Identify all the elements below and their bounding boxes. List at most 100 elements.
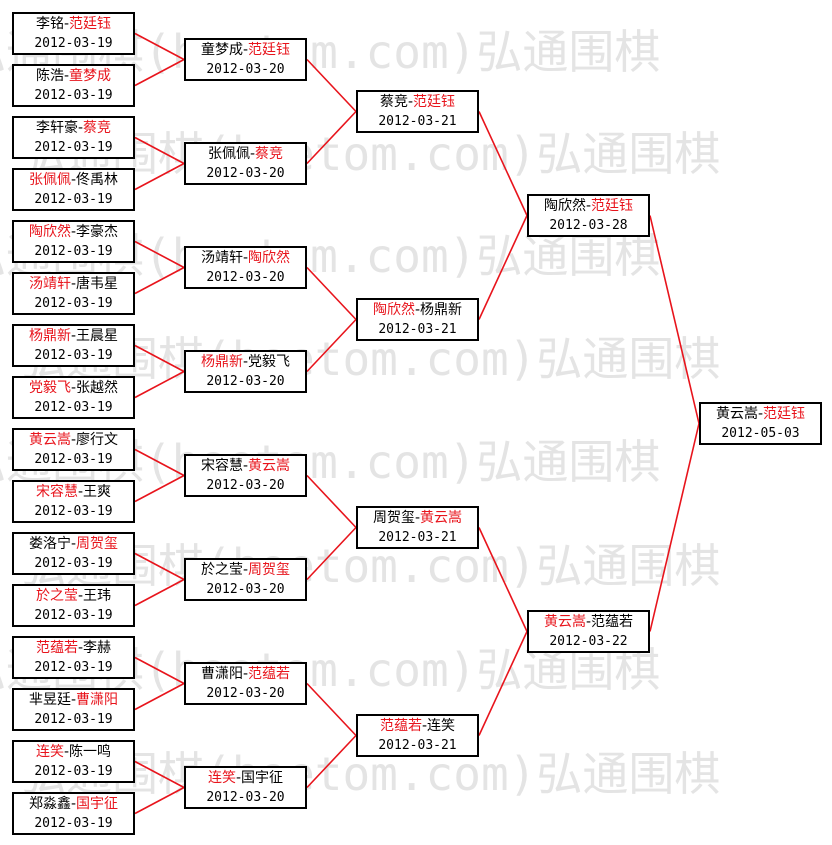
player-b: 范廷钰 xyxy=(248,42,291,58)
match-players: 范蕴若-连笑 xyxy=(358,717,477,736)
match-date: 2012-05-03 xyxy=(721,426,800,441)
match-date: 2012-03-19 xyxy=(34,192,113,207)
separator: - xyxy=(77,640,84,656)
match-date: 2012-03-21 xyxy=(378,114,457,129)
connector-line xyxy=(134,578,185,607)
match-date: 2012-03-19 xyxy=(34,608,113,623)
connector-line xyxy=(134,448,185,477)
match-players: 周贺玺-黄云嵩 xyxy=(358,509,477,528)
separator: - xyxy=(77,588,84,604)
match-players: 於之莹-王玮 xyxy=(14,587,133,606)
match-players: 陶欣然-杨鼎新 xyxy=(358,301,477,320)
player-b: 王爽 xyxy=(83,484,112,500)
match-date: 2012-03-19 xyxy=(34,660,113,675)
separator: - xyxy=(242,458,249,474)
player-b: 国宇征 xyxy=(76,796,119,812)
player-b: 范蕴若 xyxy=(248,666,291,682)
player-a: 汤靖轩 xyxy=(200,250,243,266)
match-players: 张佩佩-蔡竞 xyxy=(186,145,305,164)
match-date: 2012-03-21 xyxy=(378,530,457,545)
player-a: 陈浩 xyxy=(35,68,64,84)
player-b: 王晨星 xyxy=(76,328,119,344)
connector-line xyxy=(478,215,528,320)
separator: - xyxy=(70,172,77,188)
player-a: 於之莹 xyxy=(35,588,78,604)
player-b: 佟禹林 xyxy=(76,172,119,188)
player-a: 范蕴若 xyxy=(379,718,422,734)
match-date: 2012-03-19 xyxy=(34,452,113,467)
player-a: 李铭 xyxy=(35,16,64,32)
match-players: 李铭-范廷钰 xyxy=(14,15,133,34)
match-players: 杨鼎新-王晨星 xyxy=(14,327,133,346)
match-players: 宋容慧-黄云嵩 xyxy=(186,457,305,476)
match-players: 黄云嵩-廖行文 xyxy=(14,431,133,450)
player-a: 曹潇阳 xyxy=(200,666,243,682)
player-b: 杨鼎新 xyxy=(420,302,463,318)
separator: - xyxy=(77,484,84,500)
match-players: 娄洛宁-周贺玺 xyxy=(14,535,133,554)
match-players: 黄云嵩-范廷钰 xyxy=(701,405,820,424)
separator: - xyxy=(757,406,764,422)
connector-line xyxy=(134,162,185,191)
match-players: 芈昱廷-曹潇阳 xyxy=(14,691,133,710)
match-box: 张佩佩-佟禹林 2012-03-19 xyxy=(12,168,135,211)
match-date: 2012-03-19 xyxy=(34,764,113,779)
separator: - xyxy=(63,16,70,32)
separator: - xyxy=(70,276,77,292)
match-date: 2012-03-20 xyxy=(206,478,285,493)
connector-line xyxy=(134,474,185,503)
match-players: 陶欣然-李豪杰 xyxy=(14,223,133,242)
player-a: 陶欣然 xyxy=(28,224,71,240)
player-a: 汤靖轩 xyxy=(28,276,71,292)
match-players: 汤靖轩-唐韦星 xyxy=(14,275,133,294)
match-players: 党毅飞-张越然 xyxy=(14,379,133,398)
player-b: 王玮 xyxy=(83,588,112,604)
match-players: 陈浩-童梦成 xyxy=(14,67,133,86)
player-a: 连笑 xyxy=(35,744,64,760)
match-players: 蔡竞-范廷钰 xyxy=(358,93,477,112)
connector-line xyxy=(306,682,357,737)
match-box: 周贺玺-黄云嵩 2012-03-21 xyxy=(356,506,479,549)
connector-line xyxy=(134,552,185,581)
separator: - xyxy=(63,744,70,760)
match-players: 於之莹-周贺玺 xyxy=(186,561,305,580)
match-box: 杨鼎新-党毅飞 2012-03-20 xyxy=(184,350,307,393)
match-box: 党毅飞-张越然 2012-03-19 xyxy=(12,376,135,419)
separator: - xyxy=(249,146,256,162)
player-a: 范蕴若 xyxy=(35,640,78,656)
connector-line xyxy=(134,370,185,399)
match-date: 2012-03-20 xyxy=(206,582,285,597)
player-a: 黄云嵩 xyxy=(715,406,758,422)
separator: - xyxy=(70,380,77,396)
match-date: 2012-03-20 xyxy=(206,374,285,389)
player-b: 黄云嵩 xyxy=(420,510,463,526)
player-b: 周贺玺 xyxy=(248,562,291,578)
connector-line xyxy=(306,110,357,165)
match-players: 童梦成-范廷钰 xyxy=(186,41,305,60)
separator: - xyxy=(70,432,77,448)
separator: - xyxy=(70,692,77,708)
player-b: 周贺玺 xyxy=(76,536,119,552)
match-players: 张佩佩-佟禹林 xyxy=(14,171,133,190)
player-b: 黄云嵩 xyxy=(248,458,291,474)
connector-line xyxy=(649,215,700,424)
separator: - xyxy=(414,302,421,318)
separator: - xyxy=(414,510,421,526)
separator: - xyxy=(242,354,249,370)
match-players: 杨鼎新-党毅飞 xyxy=(186,353,305,372)
match-players: 陶欣然-范廷钰 xyxy=(529,197,648,216)
separator: - xyxy=(70,328,77,344)
connector-line xyxy=(134,240,185,269)
connector-line xyxy=(134,760,185,789)
match-date: 2012-03-19 xyxy=(34,400,113,415)
